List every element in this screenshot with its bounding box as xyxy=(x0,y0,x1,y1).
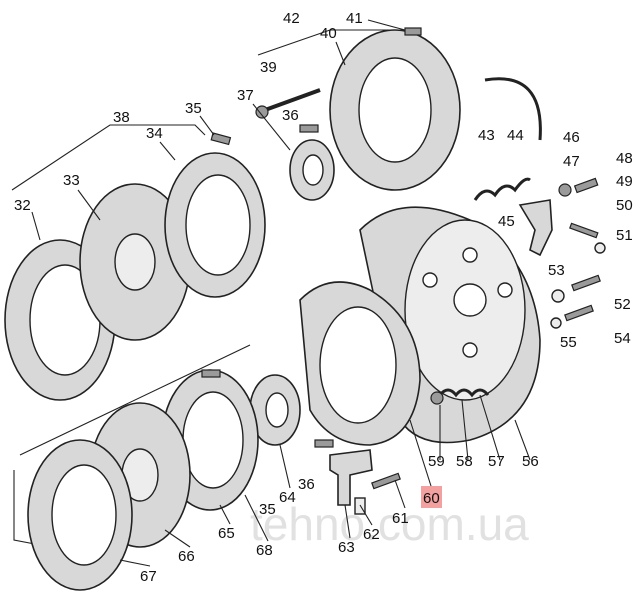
label-54: 54 xyxy=(614,330,631,347)
label-50: 50 xyxy=(616,197,633,214)
bolt-36 xyxy=(299,124,319,133)
label-42: 42 xyxy=(283,10,300,27)
leader-67 xyxy=(119,559,151,567)
label-35: 35 xyxy=(185,100,202,117)
label-48: 48 xyxy=(616,150,633,167)
lever-assembly-45 xyxy=(518,177,606,257)
hub-37 xyxy=(289,139,335,201)
pressure-disc-33 xyxy=(79,183,191,341)
label-40: 40 xyxy=(320,25,337,42)
spring-57-59 xyxy=(430,388,490,405)
label-66: 66 xyxy=(178,548,195,565)
leader-66 xyxy=(164,529,191,548)
label-38: 38 xyxy=(113,109,130,126)
label-37: 37 xyxy=(237,87,254,104)
label-39: 39 xyxy=(260,59,277,76)
bracket-38 xyxy=(11,124,206,191)
label-57: 57 xyxy=(488,453,505,470)
leader-40 xyxy=(335,41,346,66)
housing-40 xyxy=(329,29,461,191)
label-47: 47 xyxy=(563,153,580,170)
label-36-lower: 36 xyxy=(298,476,315,493)
leader-63 xyxy=(344,504,351,539)
spring-43-44 xyxy=(473,177,531,201)
label-58: 58 xyxy=(456,453,473,470)
label-44: 44 xyxy=(507,127,524,144)
bracket-42 xyxy=(257,29,410,56)
label-52: 52 xyxy=(614,296,631,313)
label-35-lower: 35 xyxy=(259,501,276,518)
bolt-36-lower xyxy=(314,439,334,448)
label-46: 46 xyxy=(563,129,580,146)
bolts-52-55 xyxy=(550,274,601,329)
friction-disc-34 xyxy=(164,152,266,298)
leader-34 xyxy=(159,141,176,161)
label-34: 34 xyxy=(146,125,163,142)
leader-41 xyxy=(367,19,406,31)
snap-ring xyxy=(484,77,542,141)
label-32: 32 xyxy=(14,197,31,214)
pressure-plate-60 xyxy=(299,281,421,446)
label-36: 36 xyxy=(282,107,299,124)
label-60: 60 xyxy=(423,490,440,507)
leader-61 xyxy=(394,479,406,509)
bolt-35-lower xyxy=(201,369,221,378)
leader-65 xyxy=(219,504,231,525)
label-49: 49 xyxy=(616,173,633,190)
leader-37 xyxy=(252,103,291,151)
leader-64 xyxy=(279,444,291,489)
label-64: 64 xyxy=(279,489,296,506)
label-56: 56 xyxy=(522,453,539,470)
leader-68 xyxy=(244,494,269,542)
bolt-41 xyxy=(404,27,422,36)
watermark: tehno.com.ua xyxy=(250,498,529,550)
label-62: 62 xyxy=(363,526,380,543)
label-51: 51 xyxy=(616,227,633,244)
leader-35 xyxy=(199,115,215,136)
leader-32 xyxy=(31,211,41,241)
label-63: 63 xyxy=(338,539,355,556)
label-43: 43 xyxy=(478,127,495,144)
leader-33 xyxy=(77,189,101,221)
hub-64 xyxy=(249,374,301,446)
leader-58 xyxy=(461,399,469,461)
label-60-highlight xyxy=(421,486,442,508)
label-45: 45 xyxy=(498,213,515,230)
label-68: 68 xyxy=(256,542,273,559)
leader-56 xyxy=(514,419,531,461)
label-55: 55 xyxy=(560,334,577,351)
label-65: 65 xyxy=(218,525,235,542)
label-61: 61 xyxy=(392,510,409,527)
label-59: 59 xyxy=(428,453,445,470)
leader-62 xyxy=(359,504,373,526)
label-53: 53 xyxy=(548,262,565,279)
leader-60 xyxy=(409,419,432,487)
bracket-lower xyxy=(19,344,251,456)
bolt-35 xyxy=(210,132,232,146)
leader-57 xyxy=(479,394,501,461)
friction-disc-67 xyxy=(27,439,133,591)
label-67: 67 xyxy=(140,568,157,585)
pin-39 xyxy=(255,88,321,119)
label-41: 41 xyxy=(346,10,363,27)
label-33: 33 xyxy=(63,172,80,189)
